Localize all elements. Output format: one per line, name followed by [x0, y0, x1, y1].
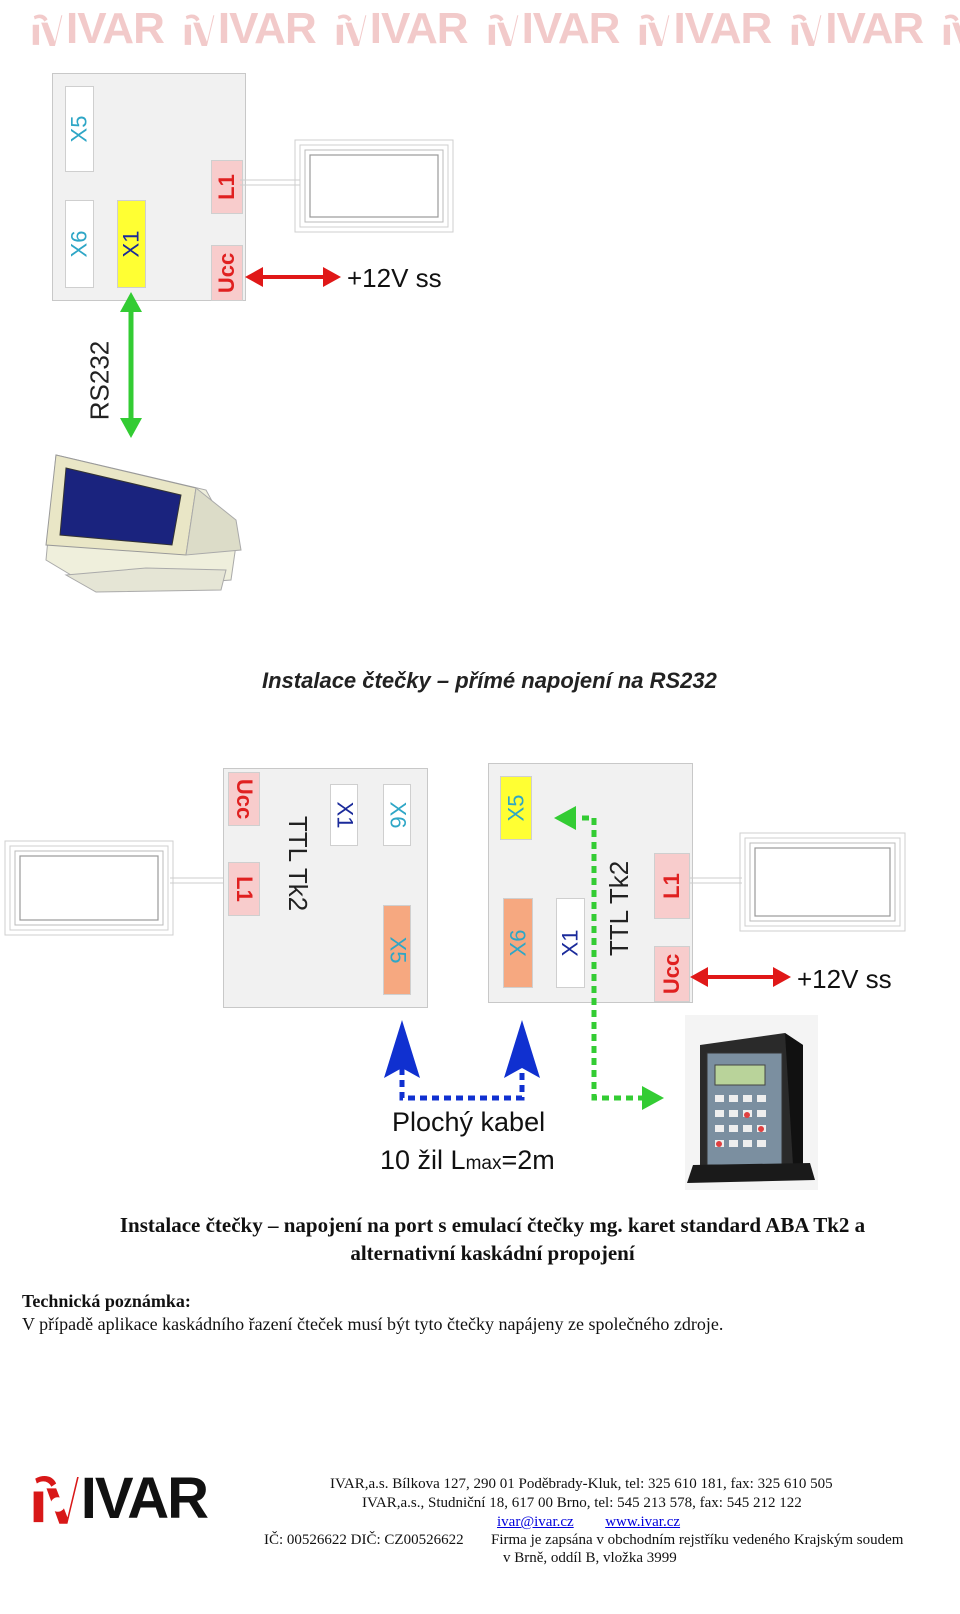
footer-web-link[interactable]: www.ivar.cz	[605, 1514, 681, 1530]
watermark-logo: IVAR	[637, 4, 772, 54]
footer-links: ivar@ivar.cz www.ivar.cz	[497, 1514, 680, 1531]
diagram2-caption-line2: alternativní kaskádní propojení	[350, 1241, 635, 1265]
connector-l1: L1	[211, 160, 243, 214]
rs232-arrow	[120, 292, 142, 438]
power-label-2: +12V ss	[797, 964, 892, 994]
power-arrow-2	[690, 967, 791, 987]
ivar-watermark-icon	[184, 14, 215, 46]
diagram2-caption-line1: Instalace čtečky – napojení na port s em…	[119, 1213, 866, 1237]
footer-line4-right: Firma je zapsána v obchodním rejstříku v…	[491, 1532, 904, 1548]
connector-x6-left: X6	[383, 784, 411, 846]
footer-logo: IVAR	[32, 1462, 209, 1534]
watermark-logo: IVAR	[182, 4, 317, 54]
connector-ucc: Ucc	[211, 245, 243, 301]
connector-ucc-right: Ucc	[654, 946, 690, 1002]
antenna-coil-left	[4, 840, 227, 936]
connector-x6-right: X6	[503, 898, 533, 988]
connector-l1-right: L1	[654, 853, 690, 919]
ivar-watermark-icon	[336, 14, 367, 46]
watermark-logo: IVAR	[30, 4, 165, 54]
footer-line5: v Brně, oddíl B, vložka 3999	[503, 1550, 677, 1566]
ivar-watermark-icon	[943, 14, 960, 45]
watermark-logo: IVAR	[941, 4, 960, 54]
connector-l1-left: L1	[228, 862, 260, 916]
ivar-logo-text: IVAR	[80, 1465, 209, 1531]
watermark-logo: IVAR	[334, 4, 469, 54]
note-text: V případě aplikace kaskádního řazení čte…	[22, 1314, 724, 1334]
antenna-coil-right	[690, 832, 906, 932]
ivar-watermark-icon	[792, 14, 822, 46]
cable-label-line1: Plochý kabel	[392, 1107, 546, 1137]
connector-x6: X6	[65, 200, 94, 288]
power-arrow	[245, 267, 341, 287]
footer-line2: IVAR,a.s., Studniční 18, 617 00 Brno, te…	[362, 1495, 802, 1511]
connector-x1-left: X1	[330, 784, 358, 846]
ivar-watermark-icon	[32, 14, 63, 46]
rs232-label: RS232	[84, 340, 115, 421]
ivar-logo-mark-icon	[33, 1475, 79, 1524]
antenna-coil	[240, 139, 454, 233]
power-label: +12V ss	[347, 263, 442, 293]
cable-label-line2: 10 žil Lmax=2m	[380, 1145, 555, 1175]
watermark-logo: IVAR	[486, 4, 620, 54]
note-title: Technická poznámka:	[22, 1291, 191, 1311]
connector-x5-right: X5	[500, 776, 532, 840]
diagram1-caption: Instalace čtečky – přímé napojení na RS2…	[262, 668, 717, 693]
watermark-logo: IVAR	[789, 4, 924, 54]
cascade-arrow	[554, 806, 664, 1110]
ttl-tk2-label-left: TTL Tk2	[283, 815, 314, 912]
connector-x1-right: X1	[556, 898, 585, 988]
connector-ucc-left: Ucc	[228, 772, 260, 826]
footer-email-link[interactable]: ivar@ivar.cz	[497, 1514, 574, 1530]
connector-x1: X1	[117, 200, 146, 288]
ivar-watermark-icon	[488, 14, 518, 46]
flat-cable-arrow	[384, 1020, 540, 1101]
footer-line4-left: IČ: 00526622 DIČ: CZ00526622	[264, 1532, 464, 1548]
connector-x5: X5	[65, 86, 94, 172]
watermark-row: IVAR IVAR IVAR IVAR IVAR IVAR IVAR	[30, 4, 960, 54]
ivar-watermark-icon	[640, 14, 670, 46]
computer-monitor-icon	[45, 454, 242, 593]
connector-x5-left: X5	[383, 905, 411, 995]
reader-terminal-image	[685, 1015, 818, 1190]
footer-line1: IVAR,a.s. Bílkova 127, 290 01 Poděbrady-…	[330, 1476, 833, 1492]
